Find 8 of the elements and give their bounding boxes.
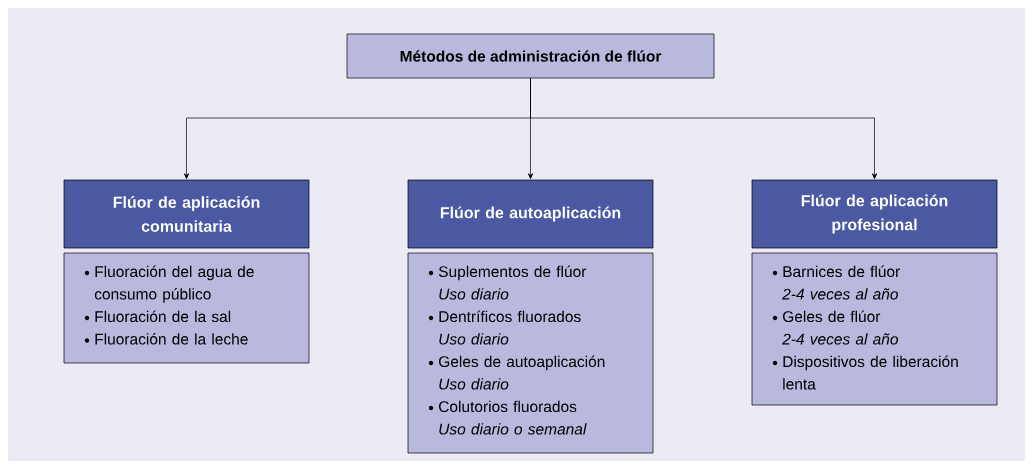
category-header: Flúor de autoaplicación	[407, 179, 654, 249]
bullet-list-box: Suplementos de flúor Uso diario Dentríficos fluorados Uso diario Geles de autoaplicación Uso diario Colutorios fluorados Uso diario o semanal	[407, 252, 654, 454]
arrow	[530, 78, 878, 180]
category-header: Flúor de aplicación profesional	[751, 179, 998, 249]
title-box: Métodos de administración de flúor	[346, 33, 715, 79]
bullet-list-box: Fluoración del agua de consumo público Fluoración de la sal Fluoración de la leche	[63, 252, 310, 364]
category-header: Flúor de aplicación comunitaria	[63, 179, 310, 249]
bullet-list-box: Barnices de flúor 2-4 veces al año Geles de flúor 2-4 veces al año Dispositivos de liberación lenta	[751, 252, 998, 406]
